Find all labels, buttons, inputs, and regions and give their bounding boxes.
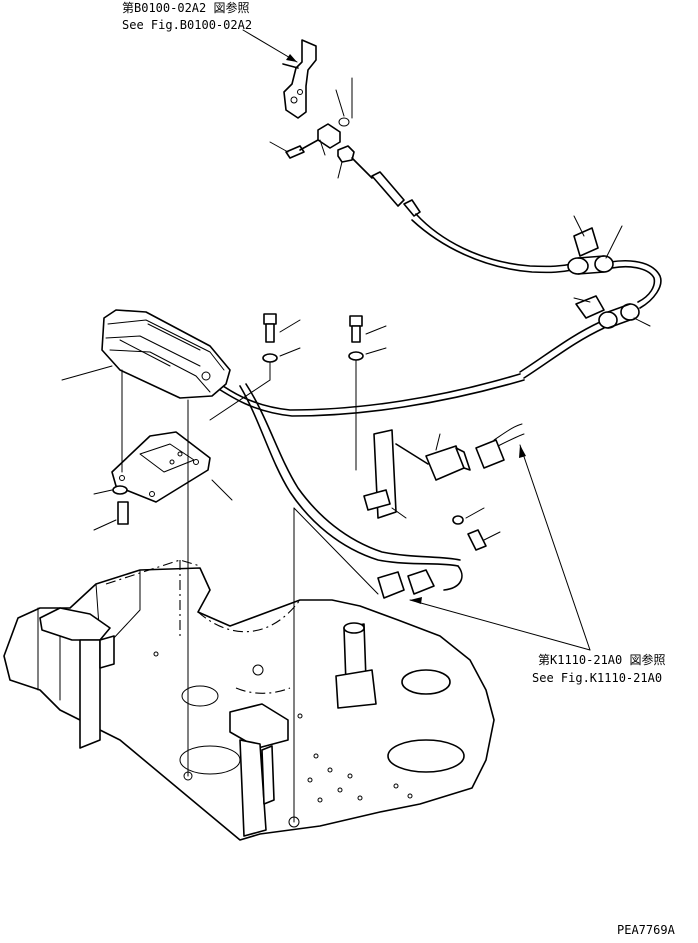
control-cable [351,157,662,379]
cable-nut [337,145,355,163]
ref-top-jp: 第B0100-02A2 図参照 [122,0,249,15]
harness-connector [377,569,435,599]
wire-harness [205,373,525,591]
washer-2 [348,347,387,361]
screw-and-washer [452,507,501,551]
bolt-2 [349,315,387,343]
relay-connector [395,433,471,481]
floor-frame [3,567,495,841]
ref-right-en: See Fig.K1110-21A0 [532,671,662,685]
drawing-code: PEA7769A [617,923,676,937]
cable-clip-1 [567,227,614,275]
cable-clip-2 [575,295,640,329]
harness-bracket [363,429,407,519]
washer-3 [93,485,128,495]
pedal-box [101,309,231,399]
washer-1 [262,347,301,363]
clamp-bolt [285,139,319,159]
bolt-1 [263,313,301,343]
ref-leader-right [409,444,591,651]
leader-plate [211,479,233,501]
ref-leader-top [242,29,298,63]
plug-connector [475,423,525,469]
mounting-plate [111,431,211,503]
top-bracket [283,39,317,119]
center-lines [121,359,379,823]
bracket-bolt [282,63,299,69]
leader-pedal [61,365,113,381]
leaders-clips [573,215,651,327]
ref-right-jp: 第K1110-21A0 図参照 [538,652,665,667]
ref-top-en: See Fig.B0100-02A2 [122,18,252,32]
frame-dashed-edges [105,559,301,694]
washer-small [338,117,350,127]
bolt-3 [93,501,129,531]
leaders-top [269,77,353,179]
